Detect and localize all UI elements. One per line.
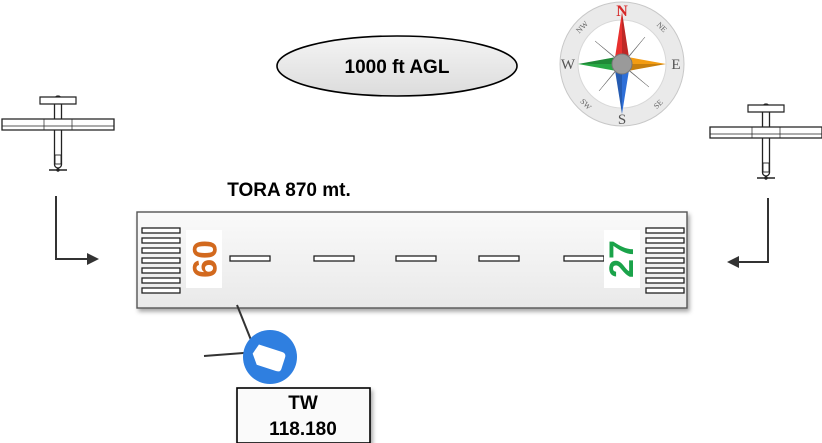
tora-label: TORA 870 mt.	[227, 180, 351, 201]
runway: 09 27	[136, 211, 688, 309]
compass-south-needle	[614, 64, 630, 114]
compass-north-label: N	[616, 3, 628, 20]
tower-frequency-box: TW 118.180	[236, 387, 371, 443]
airplane-right-icon	[709, 103, 822, 181]
compass-east-needle	[622, 56, 666, 72]
tower-frequency: 118.180	[269, 419, 337, 440]
runway-centerline	[229, 255, 605, 262]
compass-north-needle	[614, 12, 630, 64]
approach-arrow-right-icon	[727, 198, 769, 268]
compass-rose-icon: N E S W NE SE SW NW	[559, 1, 685, 128]
runway-designator-27: 27	[603, 240, 641, 278]
altitude-label: 1000 ft AGL	[345, 57, 450, 78]
altitude-callout: 1000 ft AGL	[276, 35, 518, 97]
tower-tag-icon	[252, 344, 286, 372]
tower-marker	[203, 304, 297, 384]
approach-arrow-left-icon	[55, 196, 99, 265]
compass-south-label: S	[618, 112, 626, 128]
compass-west-label: W	[561, 57, 576, 73]
threshold-markings-east	[645, 227, 685, 294]
threshold-markings-west	[141, 227, 181, 294]
compass-west-needle	[578, 56, 622, 72]
compass-east-label: E	[671, 57, 680, 73]
tower-label: TW	[288, 393, 318, 414]
runway-designator-09: 09	[185, 240, 223, 278]
airplane-left-icon	[1, 95, 115, 173]
